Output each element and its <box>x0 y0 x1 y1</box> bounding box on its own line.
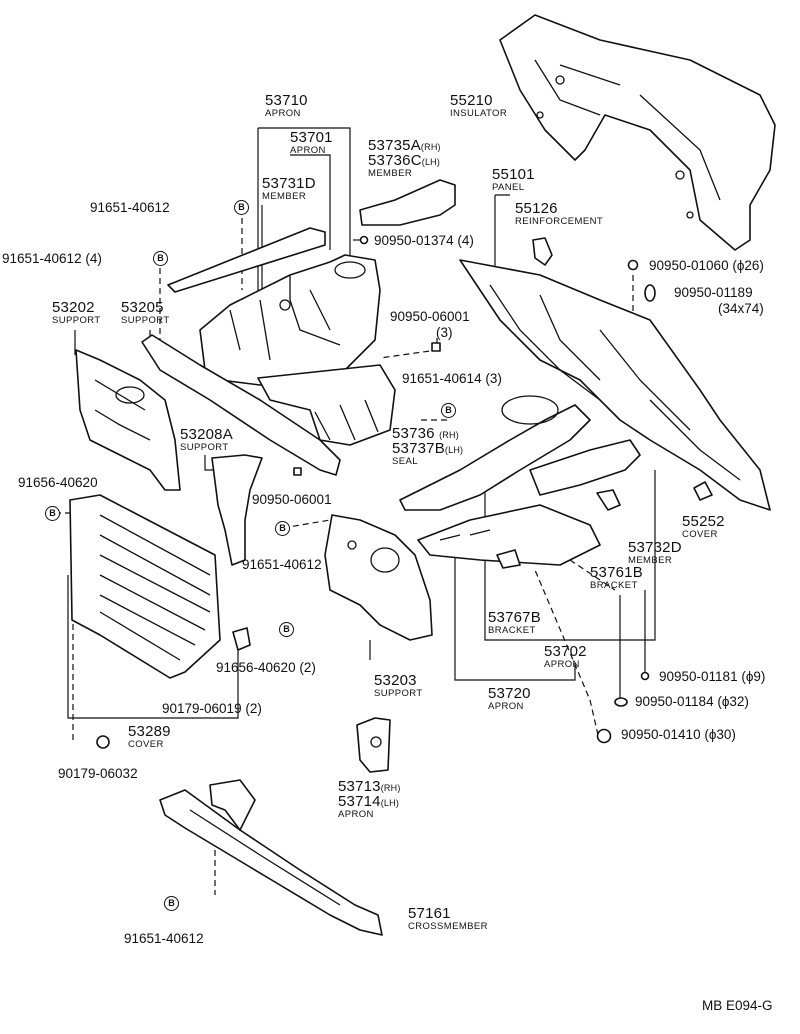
member-53731d-shape <box>167 227 326 293</box>
cover-53289-shape <box>69 494 221 679</box>
member-53735a-shape <box>359 179 456 226</box>
plug-90950-01410-shape <box>596 728 612 744</box>
leader-53720 <box>454 555 576 681</box>
label-91656-40620-2: 91656-40620 (2) <box>216 660 316 675</box>
label-91651-40612-mid: 91651-40612 <box>242 557 322 572</box>
b-marker: B <box>279 622 294 637</box>
dash-90950-01410 <box>534 569 599 736</box>
bracket-53767b-shape <box>496 549 521 569</box>
label-90950-01181: 90950-01181 (ϕ9) <box>659 669 766 684</box>
dash-53761b <box>569 559 616 591</box>
bracket-53761b-shape <box>596 489 621 511</box>
support-53205-shape <box>141 334 341 476</box>
label-91651-40614: 91651-40614 (3) <box>402 371 502 386</box>
label-90950-01410: 90950-01410 (ϕ30) <box>621 727 736 742</box>
clip-90950-01374-shape <box>359 235 369 245</box>
member-53732d-shape <box>529 439 641 496</box>
leader-53701 <box>290 154 331 250</box>
bracket-90179-06019-shape <box>232 627 251 651</box>
dash-90950-06001 <box>379 338 438 359</box>
leader-53702 <box>484 470 656 641</box>
b-marker: B <box>45 506 60 521</box>
label-91651-40612-top: 91651-40612 <box>90 200 170 215</box>
clip-90950-06001-shape <box>431 342 441 352</box>
label-90950-06001: 90950-06001 <box>252 492 332 507</box>
label-91651-40612-4: 91651-40612 (4) <box>2 251 102 266</box>
diagram-code: MB E094-G <box>702 998 773 1013</box>
label-91656-40620: 91656-40620 <box>18 475 98 490</box>
b-marker: B <box>275 521 290 536</box>
plug-90950-01060-shape <box>627 259 639 271</box>
plug-90950-01184-shape <box>614 697 628 707</box>
dash-b-53203 <box>282 519 331 529</box>
label-90950-06001-3: 90950-06001 (3) <box>390 309 470 340</box>
b-marker: B <box>441 403 456 418</box>
apron-53720-shape <box>417 504 601 566</box>
label-53735a: 53735A(RH) 53736C(LH) MEMBER <box>368 137 441 179</box>
insulator-55210-shape <box>499 14 776 251</box>
plug-90950-01189-shape <box>644 284 656 302</box>
label-91651-40612-bottom: 91651-40612 <box>124 931 204 946</box>
label-90950-01189: 90950-01189 (34x74) <box>674 285 764 316</box>
label-53713: 53713(RH) 53714(LH) APRON <box>338 778 401 820</box>
clip-90950-06001b-shape <box>293 467 302 476</box>
label-90950-01184: 90950-01184 (ϕ32) <box>635 694 749 709</box>
label-90950-01060: 90950-01060 (ϕ26) <box>649 258 764 273</box>
nut-90179-06032-shape <box>96 735 110 749</box>
support-53208a-shape <box>211 454 263 566</box>
apron-53702-shape <box>399 404 591 511</box>
support-53203-shape <box>324 514 433 641</box>
b-marker: B <box>153 251 168 266</box>
leader-53289 <box>67 575 239 719</box>
b-marker: B <box>234 200 249 215</box>
b-marker: B <box>164 896 179 911</box>
cover-55252-shape <box>693 481 713 501</box>
seal-53736-shape <box>257 364 396 446</box>
reinforcement-55126-shape <box>532 237 553 266</box>
plug-90950-01181-shape <box>640 671 650 681</box>
label-90179-06032: 90179-06032 <box>58 766 138 781</box>
support-53202-shape <box>75 349 181 491</box>
label-90950-01374: 90950-01374 (4) <box>374 233 474 248</box>
apron-53713-shape <box>356 717 391 773</box>
label-53736: 53736 (RH) 53737B(LH) SEAL <box>392 425 464 467</box>
label-90179-06019: 90179-06019 (2) <box>162 701 262 716</box>
